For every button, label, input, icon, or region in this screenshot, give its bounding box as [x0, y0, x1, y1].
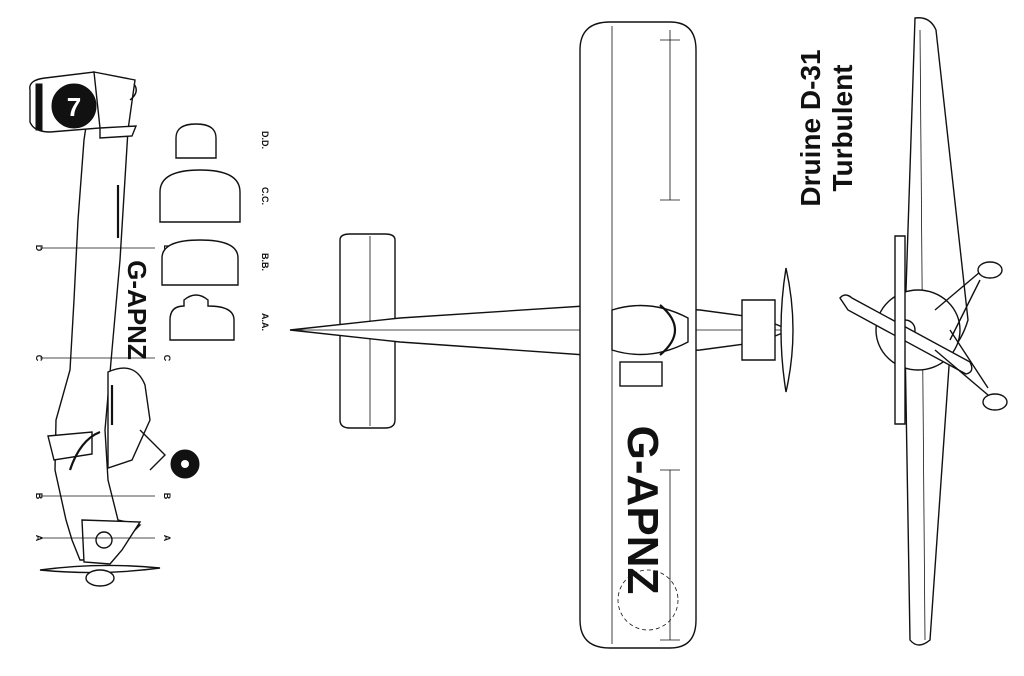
plan-engine — [741, 299, 776, 361]
front-gear-left — [934, 271, 981, 341]
cross-sections: D.D. C.C. B.B. A.A. — [159, 123, 270, 341]
section-marker-a-left: A — [34, 535, 44, 542]
title-line-2: Turbulent — [827, 64, 858, 191]
plan-wing-roundel — [617, 569, 679, 631]
section-marker-b-right: B — [162, 493, 172, 500]
plan-cockpit — [611, 304, 689, 356]
side-wing-root — [47, 431, 93, 461]
section-marker-c-right: C — [162, 355, 172, 362]
front-propeller — [839, 294, 973, 375]
cross-section-label-bb: B.B. — [260, 253, 270, 271]
side-view: 7 G-APNZ D D C C B B A A — [29, 71, 200, 587]
side-cheatline — [68, 430, 101, 471]
side-cockpit — [107, 367, 151, 469]
plan-view: G-APNZ — [289, 21, 794, 649]
title-line-1: Druine D-31 — [795, 49, 826, 206]
plan-aileron-lower — [660, 469, 680, 641]
side-registration: G-APNZ — [122, 260, 152, 360]
section-marker-d-left: D — [34, 245, 44, 252]
plan-aileron-upper — [660, 30, 680, 201]
cross-section-cc — [159, 169, 241, 223]
side-wheel-hub — [181, 460, 189, 468]
cross-section-aa — [169, 294, 235, 341]
fin-stripe — [35, 83, 43, 131]
side-spinner — [85, 569, 115, 587]
cross-section-bb — [161, 239, 239, 286]
side-cowling — [81, 519, 142, 565]
cross-section-label-cc: C.C. — [260, 187, 270, 205]
cross-section-dd — [175, 123, 217, 159]
side-main-gear — [139, 429, 166, 471]
front-wheel-right — [982, 393, 1008, 411]
side-tailplane — [99, 125, 138, 139]
section-marker-c-left: C — [34, 355, 44, 362]
cross-section-label-aa: A.A. — [260, 313, 270, 331]
cross-section-label-dd: D.D. — [260, 131, 270, 149]
plan-walkway — [619, 361, 663, 387]
plan-registration: G-APNZ — [618, 426, 667, 595]
side-propeller — [39, 564, 161, 574]
front-view — [839, 17, 1008, 646]
side-engine-detail — [95, 531, 113, 549]
plan-canopy-frame — [659, 304, 676, 356]
fin-number: 7 — [67, 92, 81, 122]
front-wheel-left — [977, 261, 1003, 279]
section-marker-b-left: B — [34, 493, 44, 500]
title-block: Druine D-31 Turbulent — [795, 49, 858, 206]
tail-skid — [129, 83, 137, 101]
section-marker-a-right: A — [162, 535, 172, 542]
front-gear-right — [934, 329, 989, 396]
front-tailplane — [894, 235, 906, 425]
fin-roundel — [51, 83, 97, 129]
plan-propeller — [780, 267, 794, 393]
